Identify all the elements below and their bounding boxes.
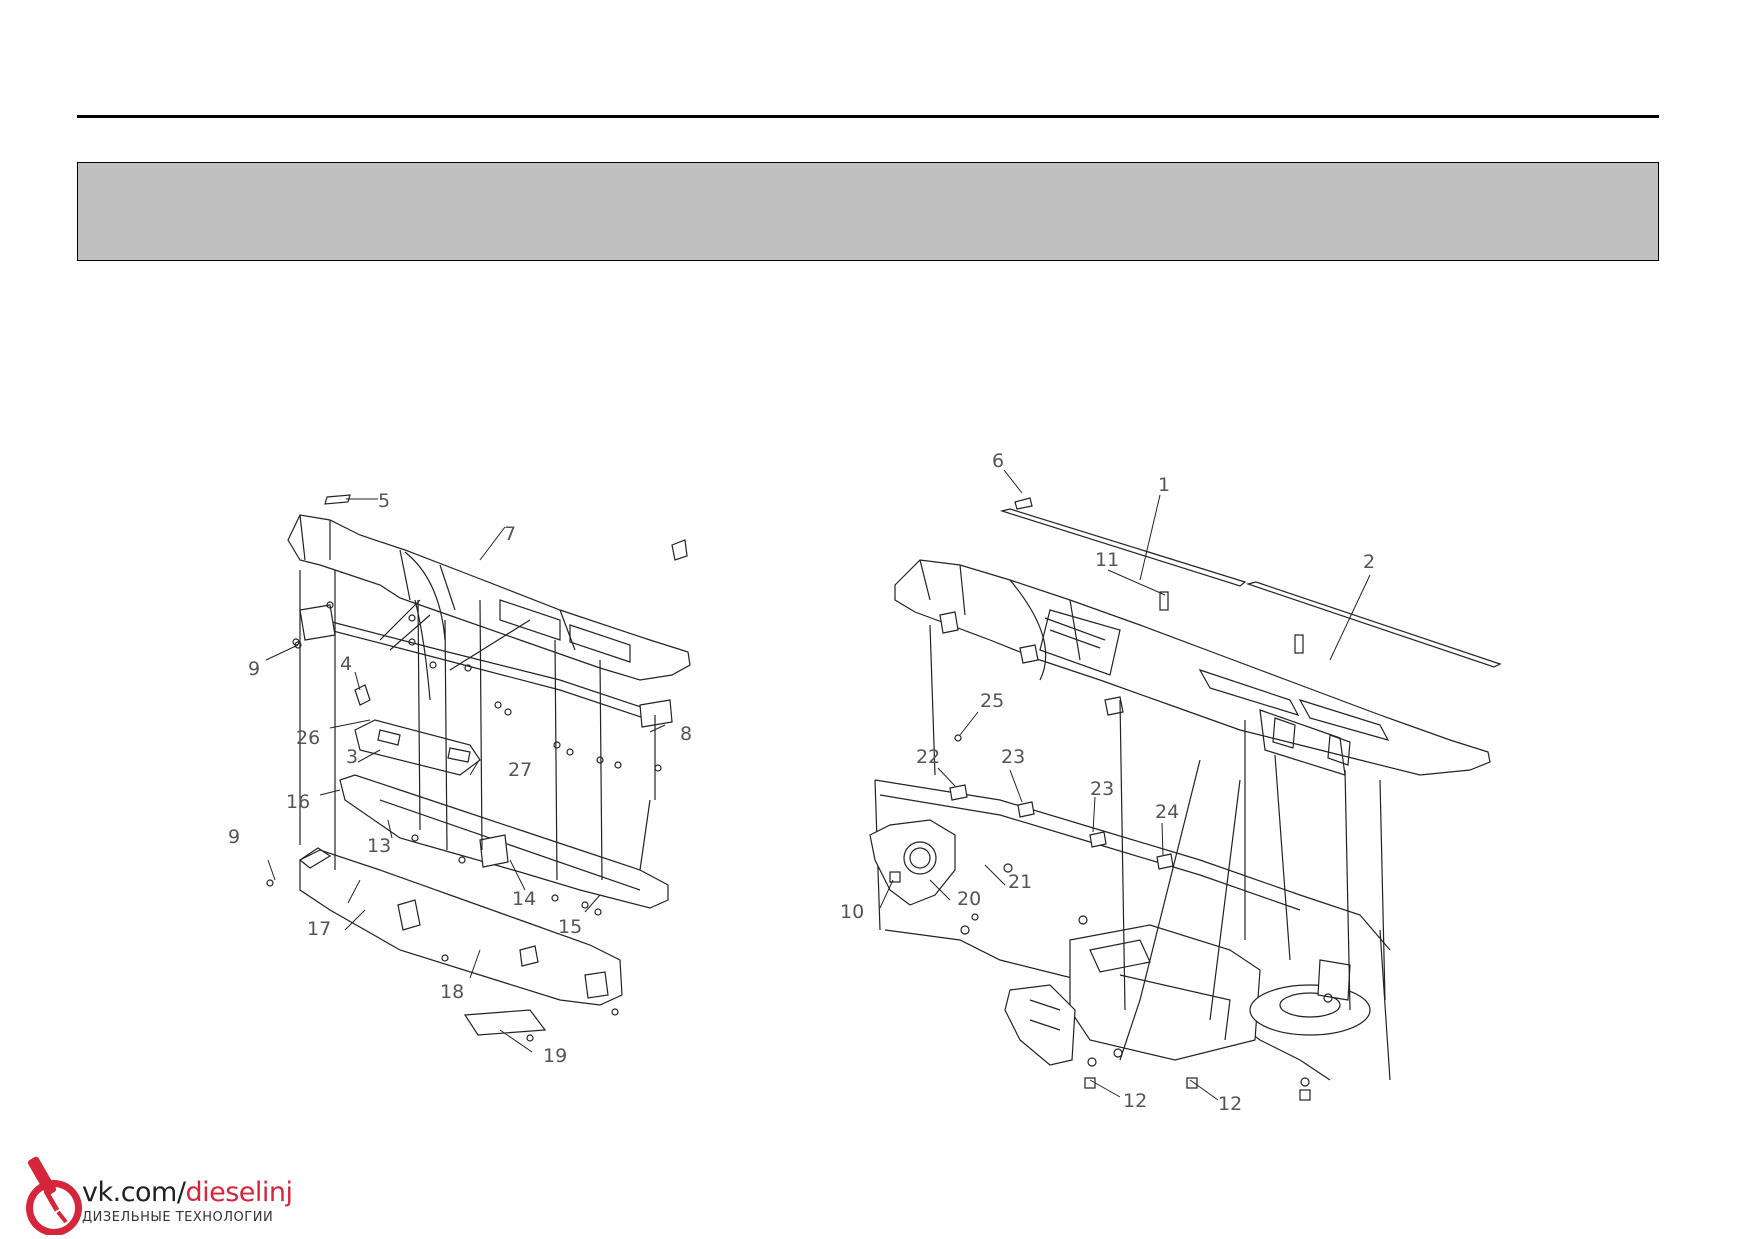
callout-2: 2 xyxy=(1363,551,1375,573)
callout-9: 9 xyxy=(248,658,260,680)
heater-box xyxy=(1069,924,1261,1061)
dieselinj-logo-icon xyxy=(26,1156,82,1235)
callout-3: 3 xyxy=(346,746,358,768)
callout-8: 8 xyxy=(680,723,692,745)
callout-4: 4 xyxy=(340,653,352,675)
callout-14: 14 xyxy=(512,888,536,910)
callout-12b: 12 xyxy=(1218,1093,1242,1115)
callout-23a: 23 xyxy=(1001,746,1025,768)
logo-url[interactable]: vk.com/dieselinj xyxy=(82,1177,293,1208)
callout-13: 13 xyxy=(367,835,391,857)
trim-strip-1 xyxy=(999,508,1247,587)
logo-prefix: vk.com/ xyxy=(82,1177,186,1208)
callout-25: 25 xyxy=(980,690,1004,712)
lower-duct xyxy=(299,849,623,1006)
callout-26: 26 xyxy=(296,727,320,749)
callout-24: 24 xyxy=(1155,801,1179,823)
top-rule xyxy=(77,115,1659,118)
dash-frame-top xyxy=(287,514,691,681)
callout-21: 21 xyxy=(1008,871,1032,893)
callout-27: 27 xyxy=(508,759,532,781)
right-assembly xyxy=(869,469,1502,1101)
vent-panel xyxy=(354,719,481,776)
callout-20: 20 xyxy=(957,888,981,910)
callout-6: 6 xyxy=(992,450,1004,472)
logo-subtitle: ДИЗЕЛЬНЫЕ ТЕХНОЛОГИИ xyxy=(82,1210,274,1225)
left-assembly xyxy=(265,494,691,1053)
callout-23b: 23 xyxy=(1090,778,1114,800)
callout-1: 1 xyxy=(1158,474,1170,496)
plate xyxy=(463,1009,547,1036)
header-banner xyxy=(77,162,1659,261)
callout-19: 19 xyxy=(543,1045,567,1067)
trim-strip-2 xyxy=(1245,581,1502,668)
callout-16: 16 xyxy=(286,791,310,813)
callout-18: 18 xyxy=(440,981,464,1003)
callout-5: 5 xyxy=(378,490,390,512)
callout-17: 17 xyxy=(307,918,331,940)
callout-7: 7 xyxy=(504,523,516,545)
callout-10: 10 xyxy=(840,901,864,923)
callout-15: 15 xyxy=(558,916,582,938)
callout-11: 11 xyxy=(1095,549,1119,571)
instrument-panel xyxy=(894,559,1491,776)
callout-22: 22 xyxy=(916,746,940,768)
callout-12a: 12 xyxy=(1123,1090,1147,1112)
logo-accent: dieselinj xyxy=(185,1177,293,1208)
callout-9-lower: 9 xyxy=(228,826,240,848)
